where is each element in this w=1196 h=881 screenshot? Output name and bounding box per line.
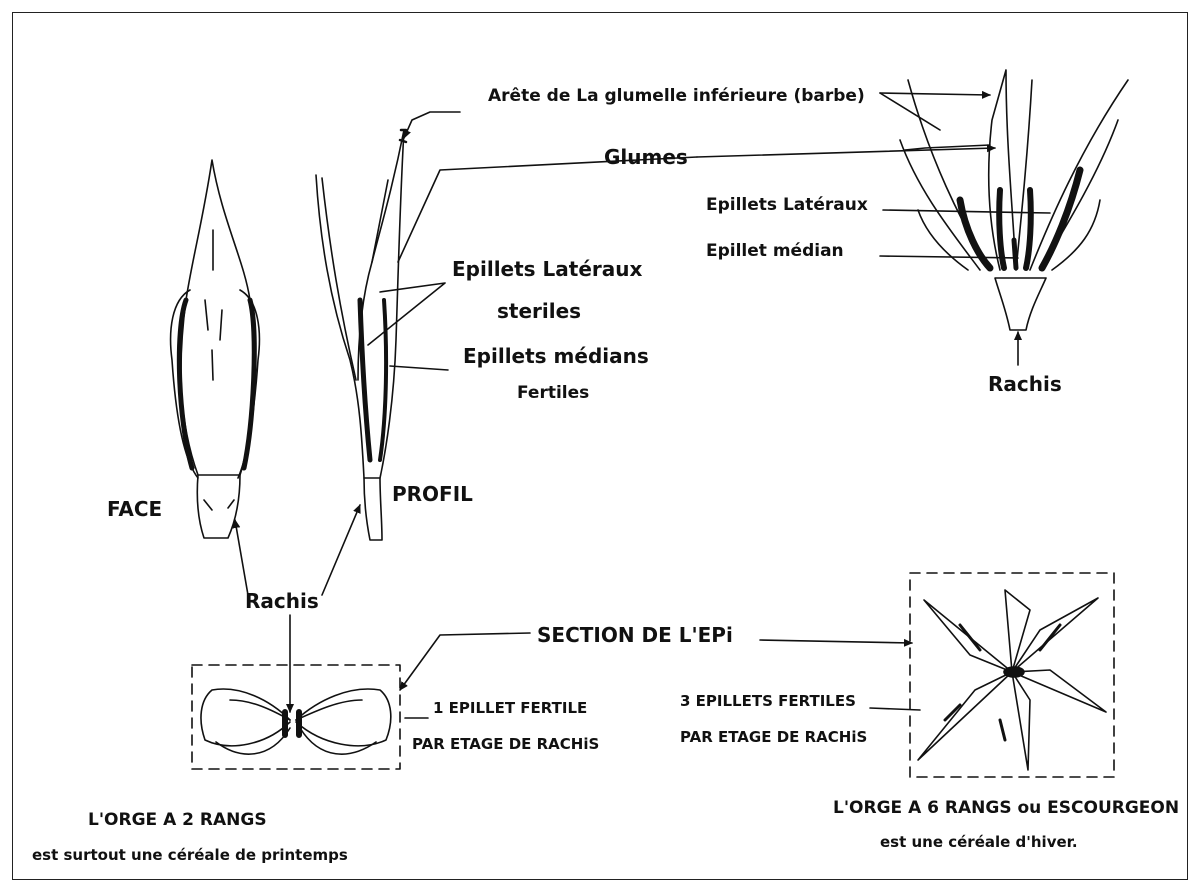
- one-epillet-label: 1 EPILLET FERTILE: [433, 701, 587, 716]
- epillets-lateraux-steriles-label: Epillets Latéraux: [452, 259, 642, 279]
- epillets-medians-label: Epillets médians: [463, 346, 649, 366]
- orge-2-rangs-subtitle: est surtout une céréale de printemps: [32, 848, 348, 863]
- section-label: SECTION DE L'EPi: [537, 625, 733, 645]
- arete-label: Arête de La glumelle inférieure (barbe): [488, 88, 865, 105]
- orge-6-rangs-subtitle: est une céréale d'hiver.: [880, 835, 1078, 850]
- orge-6-rangs-title: L'ORGE A 6 RANGS ou ESCOURGEON: [833, 800, 1179, 817]
- profil-label: PROFIL: [392, 484, 473, 504]
- face-label: FACE: [107, 499, 162, 519]
- barley-spike-face-icon: [171, 160, 260, 538]
- orge-2-rangs-title: L'ORGE A 2 RANGS: [88, 812, 267, 829]
- one-epillet-rachis-label: PAR ETAGE DE RACHiS: [412, 737, 599, 752]
- six-row-spikelet-icon: [900, 70, 1128, 330]
- barley-spike-profile-icon: [316, 130, 406, 540]
- epillets-lateraux-label: Epillets Latéraux: [706, 197, 868, 214]
- three-epillets-rachis-label: PAR ETAGE DE RACHiS: [680, 730, 867, 745]
- six-row-section-icon: [910, 573, 1114, 777]
- glumes-label: Glumes: [604, 147, 688, 167]
- steriles-label: steriles: [497, 301, 581, 321]
- epillet-median-label: Epillet médian: [706, 243, 844, 260]
- two-row-section-icon: [192, 665, 400, 769]
- three-epillets-label: 3 EPILLETS FERTILES: [680, 694, 856, 709]
- fertiles-label: Fertiles: [517, 385, 589, 402]
- rachis-right-label: Rachis: [988, 374, 1062, 394]
- rachis-left-label: Rachis: [245, 591, 319, 611]
